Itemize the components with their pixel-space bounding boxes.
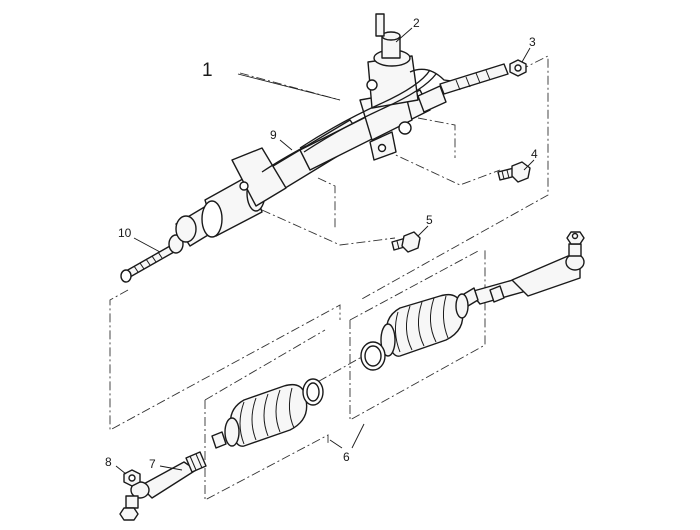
boot-left xyxy=(211,378,324,449)
callout-5: 5 xyxy=(426,213,433,227)
bolt-lower xyxy=(391,231,421,253)
callout-9: 9 xyxy=(270,128,277,142)
boot-right xyxy=(360,293,469,371)
tie-rod-end-left xyxy=(119,451,207,521)
assembly-boundary-lines xyxy=(109,55,549,501)
callout-6: 6 xyxy=(343,450,350,464)
callout-1: 1 xyxy=(202,60,213,81)
steering-rack-assembly xyxy=(120,13,509,283)
callout-10: 10 xyxy=(118,226,132,240)
tie-rod-end-right xyxy=(463,231,585,307)
callout-4: 4 xyxy=(531,147,538,161)
callout-3: 3 xyxy=(529,35,536,49)
nut-right-upper xyxy=(509,59,527,77)
nut-left-lower xyxy=(123,469,141,487)
bolt-upper xyxy=(497,161,531,183)
callout-8: 8 xyxy=(105,455,112,469)
callout-7: 7 xyxy=(149,457,156,471)
rack-threaded-end xyxy=(120,234,184,283)
callout-2: 2 xyxy=(413,16,420,30)
leader-lines xyxy=(115,27,535,475)
